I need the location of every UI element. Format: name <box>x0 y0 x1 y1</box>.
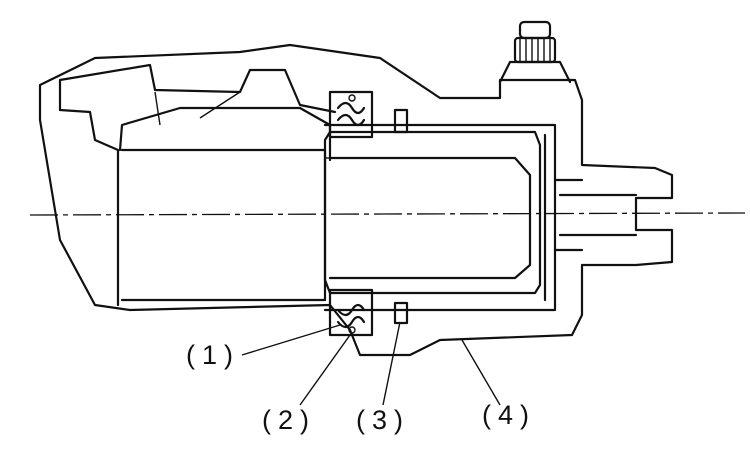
leader-4 <box>461 339 501 406</box>
piston <box>323 130 542 295</box>
caliper-finger-edge <box>58 108 120 307</box>
caliper-finger-detail <box>58 63 337 114</box>
piston-cup <box>328 156 532 280</box>
dust-boot-top <box>328 90 374 139</box>
caliper-inner-edge <box>118 106 332 162</box>
inlet-port <box>553 178 638 252</box>
cylinder-bore <box>323 123 557 312</box>
callout-2: (2) <box>262 405 316 435</box>
callout-4: (4) <box>482 400 536 430</box>
dust-boot-bottom <box>328 288 374 337</box>
leader-2 <box>299 334 351 406</box>
caliper-taper-line <box>154 91 241 126</box>
leader-3 <box>382 321 401 406</box>
center-line <box>29 212 746 216</box>
callout-3: (3) <box>356 405 410 435</box>
piston-seal-bottom <box>393 301 409 325</box>
callout-1: (1) <box>186 340 240 370</box>
leader-1 <box>241 324 341 356</box>
piston-seal-top <box>393 108 409 134</box>
bleeder-screw <box>498 20 572 84</box>
pad-area <box>120 148 327 302</box>
